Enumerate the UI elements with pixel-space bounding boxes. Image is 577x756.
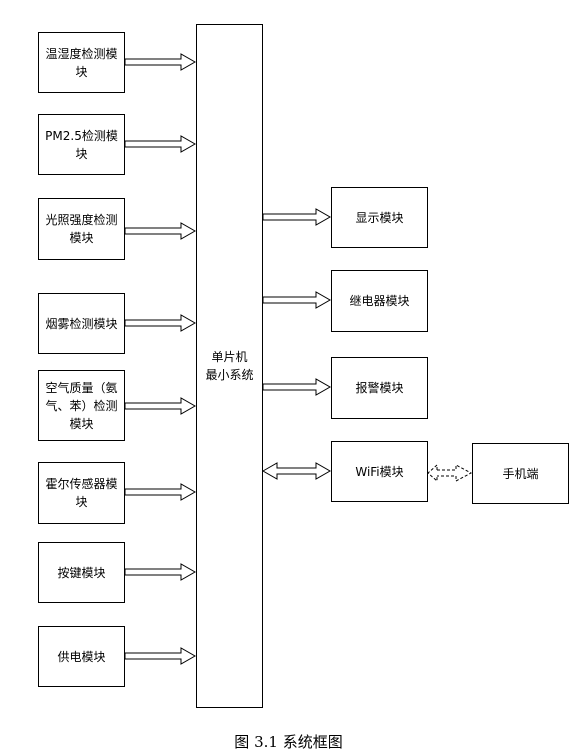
mcu-block: [196, 24, 263, 708]
arrow-mcu-to-display: [262, 208, 332, 226]
arrow-power-to-mcu: [124, 647, 197, 665]
mcu-label: 单片机 最小系统: [205, 350, 254, 382]
arrow-air-quality-to-mcu: [124, 397, 197, 415]
arrow-mcu-wifi-bidirectional: [261, 462, 332, 480]
output-module-relay: 继电器模块: [331, 270, 428, 332]
arrow-mcu-to-relay: [262, 291, 332, 309]
arrow-wifi-phone-wireless: [427, 463, 473, 483]
arrow-light-to-mcu: [124, 222, 197, 240]
output-module-alarm: 报警模块: [331, 357, 428, 419]
arrow-hall-to-mcu: [124, 483, 197, 501]
output-module-wifi: WiFi模块: [331, 441, 428, 502]
arrow-mcu-to-alarm: [262, 378, 332, 396]
arrow-keys-to-mcu: [124, 563, 197, 581]
output-module-display: 显示模块: [331, 187, 428, 248]
input-module-light: 光照强度检测模块: [38, 198, 125, 260]
input-module-hall: 霍尔传感器模块: [38, 462, 125, 524]
arrow-pm25-to-mcu: [124, 135, 197, 153]
arrow-temp-humidity-to-mcu: [124, 53, 197, 71]
input-module-smoke: 烟雾检测模块: [38, 293, 125, 354]
arrow-smoke-to-mcu: [124, 314, 197, 332]
phone-module: 手机端: [472, 443, 569, 504]
input-module-power: 供电模块: [38, 626, 125, 687]
input-module-temp-humidity: 温湿度检测模块: [38, 32, 125, 93]
input-module-air-quality: 空气质量（氨气、苯）检测模块: [38, 370, 125, 441]
figure-caption: 图 3.1 系统框图: [234, 733, 343, 751]
